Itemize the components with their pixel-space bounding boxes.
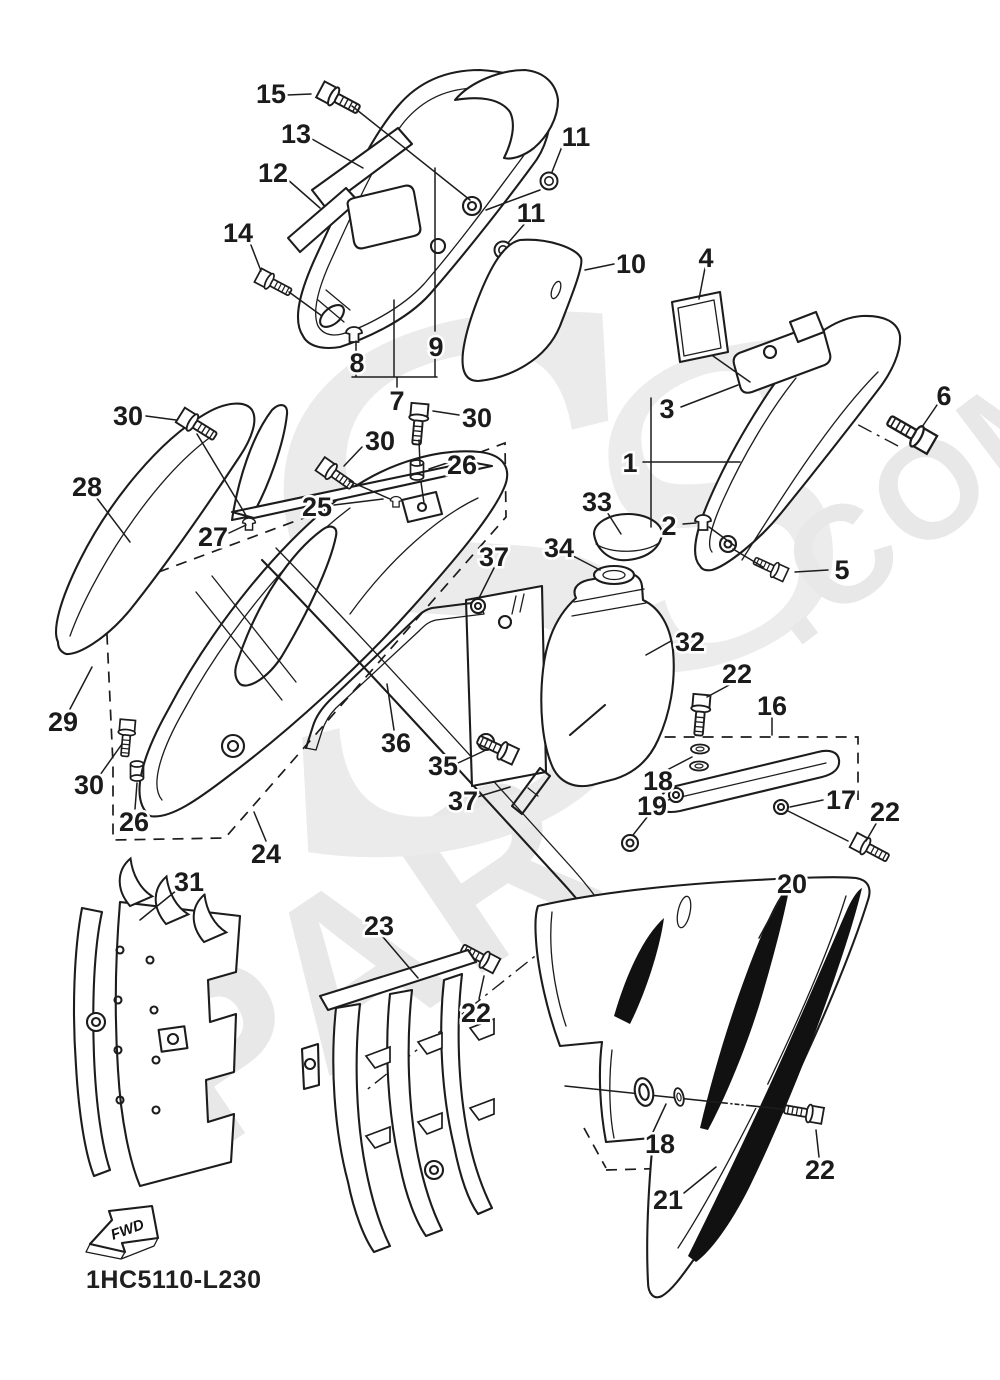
callout-2: 2 [661, 511, 676, 541]
callout-13: 13 [281, 119, 311, 149]
dashed-box-shroud-group [104, 441, 507, 841]
cap-33 [592, 512, 664, 562]
callout-21: 21 [653, 1185, 683, 1215]
callout-30: 30 [113, 401, 143, 431]
callout-9: 9 [428, 332, 443, 362]
callout-15: 15 [256, 79, 286, 109]
callout-11: 11 [562, 122, 591, 152]
callout-5: 5 [834, 555, 849, 585]
shroud-24 [138, 450, 509, 818]
callout-22: 22 [461, 998, 491, 1028]
washer-19 [625, 838, 635, 848]
grommet-17 [776, 802, 786, 812]
leader-lines [69, 93, 938, 1194]
callout-37: 37 [479, 542, 509, 572]
callout-36: 36 [381, 728, 411, 758]
callout-31: 31 [174, 867, 204, 897]
fwd-arrow: FWD [85, 1204, 160, 1260]
callout-23: 23 [364, 911, 394, 941]
callout-19: 19 [637, 791, 667, 821]
radiator-guard-assembly [72, 854, 495, 1254]
callout-26: 26 [119, 807, 149, 837]
bolt-15 [314, 79, 365, 120]
callout-24: 24 [251, 839, 281, 869]
nut-11 [539, 171, 559, 191]
callout-22: 22 [722, 659, 752, 689]
bolt-22b [848, 831, 893, 867]
callout-22: 22 [805, 1155, 835, 1185]
callout-35: 35 [428, 751, 458, 781]
decal-21 [688, 888, 862, 1262]
part-code: 1HC5110-L230 [86, 1266, 262, 1294]
callout-4: 4 [698, 243, 713, 273]
bolt-30d [115, 718, 138, 758]
decal-20 [700, 884, 790, 1130]
callout-17: 17 [826, 785, 856, 815]
callout-26: 26 [447, 450, 477, 480]
callout-29: 29 [48, 707, 78, 737]
callout-37: 37 [448, 786, 478, 816]
callout-11: 11 [517, 198, 546, 228]
clip-37a [511, 593, 525, 615]
callout-32: 32 [675, 627, 705, 657]
louver-23-top-bar [318, 948, 478, 1012]
callout-30: 30 [365, 426, 395, 456]
coolant-tank-assembly [304, 512, 675, 816]
hose-36 [304, 600, 482, 750]
bolt-22d [782, 1099, 826, 1126]
callout-1: 1 [622, 448, 637, 478]
decal-upper [614, 918, 664, 1024]
callout-14: 14 [223, 218, 253, 248]
lower-side-cover-assembly [457, 692, 893, 1299]
callout-30: 30 [462, 403, 492, 433]
front-cowl-assembly [253, 68, 583, 383]
plate-10 [461, 238, 583, 383]
dashed-box-sidecover-group [617, 736, 859, 800]
callout-20: 20 [777, 869, 807, 899]
callout-27: 27 [198, 522, 228, 552]
callout-30: 30 [74, 770, 104, 800]
right-side-cover-assembly [670, 290, 939, 584]
callout-25: 25 [302, 492, 332, 522]
seal-34 [592, 564, 636, 586]
callout-3: 3 [659, 394, 674, 424]
radiator-shroud-assembly [55, 401, 655, 1007]
damper-4 [670, 290, 730, 364]
outer-shroud-28 [55, 402, 256, 656]
callout-22: 22 [870, 797, 900, 827]
callout-8: 8 [349, 348, 364, 378]
callout-18: 18 [645, 1129, 675, 1159]
callout-10: 10 [616, 249, 646, 279]
callout-34: 34 [544, 533, 574, 563]
callout-7: 7 [389, 386, 404, 416]
callout-18: 18 [643, 766, 673, 796]
callout-33: 33 [582, 487, 612, 517]
callout-16: 16 [757, 691, 787, 721]
guard-side-panel [72, 906, 112, 1178]
callout-12: 12 [258, 158, 288, 188]
callout-28: 28 [72, 472, 102, 502]
callout-6: 6 [936, 381, 951, 411]
side-panel [534, 876, 871, 1299]
